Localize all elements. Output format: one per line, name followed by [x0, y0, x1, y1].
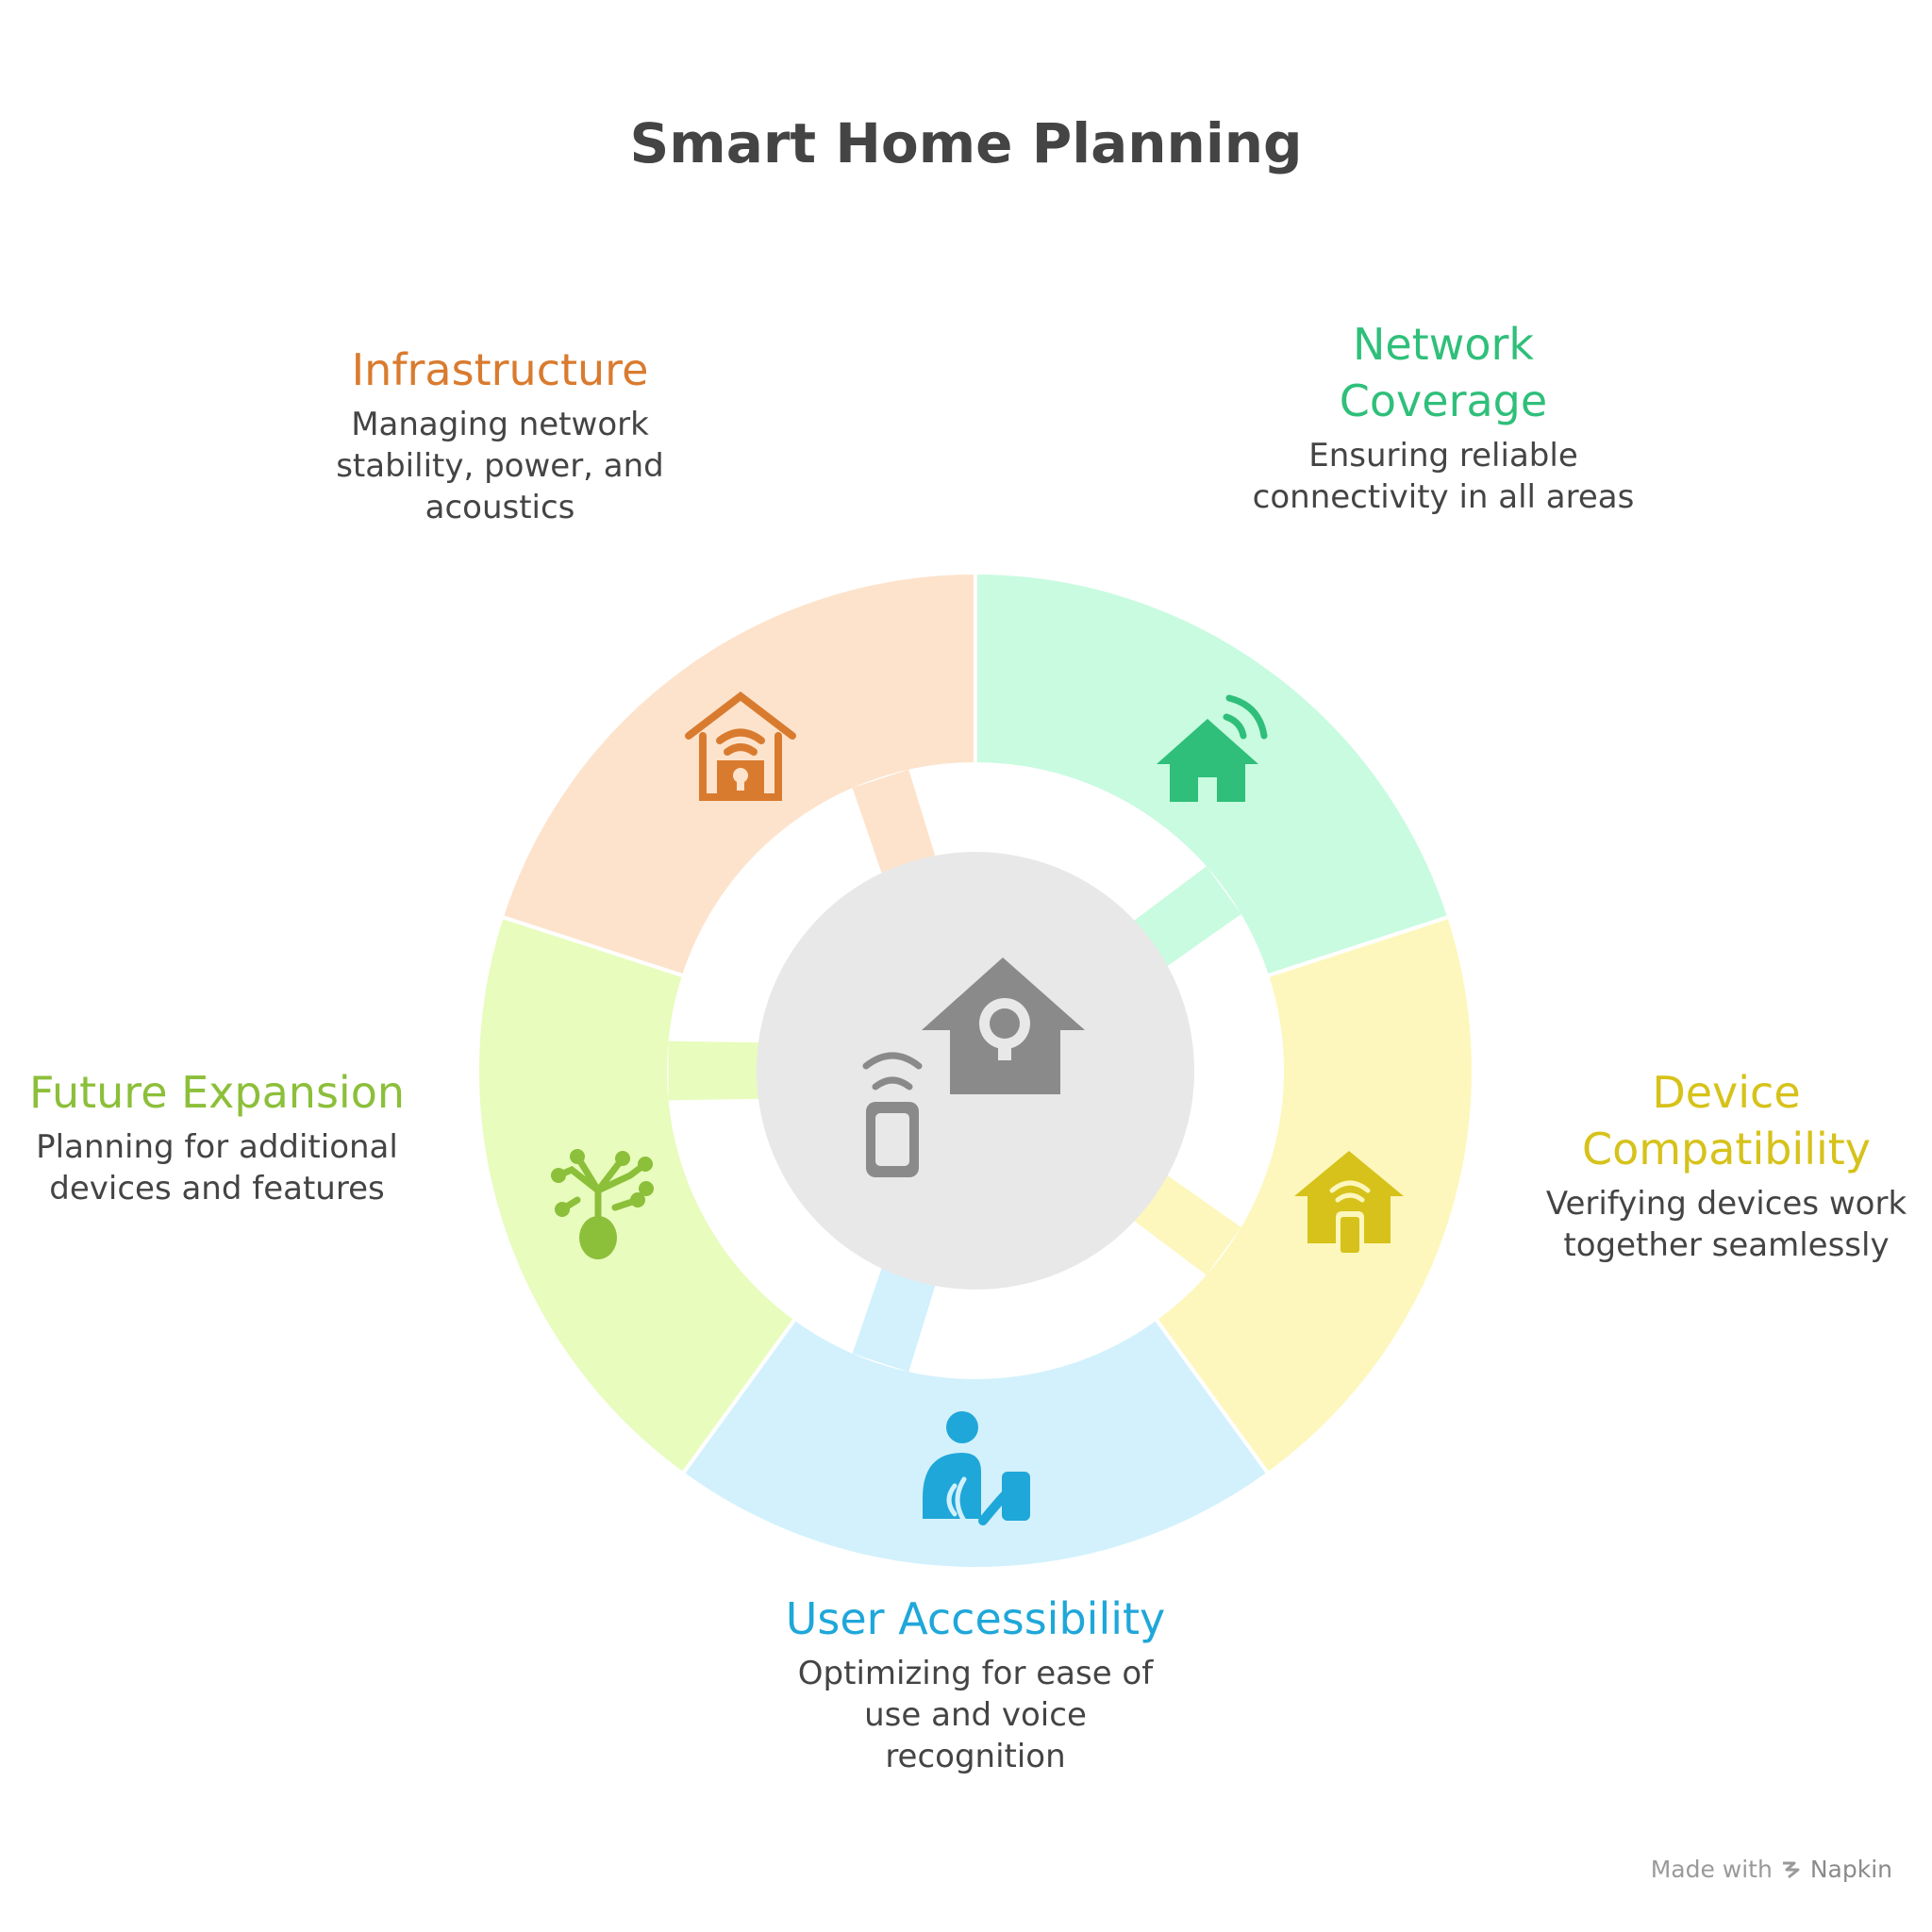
description-device-compatibility: Verifying devices work together seamless…: [1545, 1185, 1907, 1264]
label-infrastructure: Infrastructure Managing network stabilit…: [302, 341, 698, 528]
house-device-icon: [1294, 1151, 1404, 1258]
description-infrastructure: Managing network stability, power, and a…: [336, 406, 664, 526]
connector-device-compatibility: [1131, 1173, 1241, 1275]
made-with-label: Made with: [1650, 1856, 1773, 1883]
segment-user-accessibility: [679, 1316, 1272, 1571]
heading-future-expansion: Future Expansion: [29, 1067, 405, 1118]
diagram-title: Smart Home Planning: [629, 111, 1303, 175]
house-wifi-lock-icon: [685, 691, 796, 801]
smart-home-remote-icon: [862, 958, 1085, 1177]
label-future-expansion: Future Expansion Planning for additional…: [19, 1064, 415, 1209]
description-network-coverage: Ensuring reliable connectivity in all ar…: [1252, 437, 1635, 516]
made-with-napkin-footer[interactable]: Made with Napkin: [1651, 1856, 1892, 1883]
napkin-brand-label: Napkin: [1809, 1856, 1892, 1883]
person-voice-icon: [923, 1411, 1030, 1525]
napkin-logo-icon: [1782, 1861, 1800, 1878]
description-user-accessibility: Optimizing for ease of use and voice rec…: [797, 1655, 1154, 1775]
description-future-expansion: Planning for additional devices and feat…: [36, 1128, 398, 1208]
heading-device-compatibility: Device Compatibility: [1581, 1067, 1872, 1174]
connector-network-coverage: [1131, 866, 1241, 969]
connector-future-expansion: [668, 1041, 762, 1101]
connector-user-accessibility: [852, 1264, 937, 1373]
label-network-coverage: Network Coverage Ensuring reliable conne…: [1245, 316, 1641, 518]
heading-user-accessibility: User Accessibility: [785, 1593, 1166, 1644]
growing-sprout-icon: [551, 1149, 654, 1259]
heading-network-coverage: Network Coverage: [1339, 319, 1548, 426]
house-wifi-icon: [1157, 694, 1268, 802]
connector-infrastructure: [852, 769, 937, 877]
label-user-accessibility: User Accessibility Optimizing for ease o…: [777, 1591, 1174, 1777]
label-device-compatibility: Device Compatibility Verifying devices w…: [1519, 1064, 1932, 1266]
heading-infrastructure: Infrastructure: [351, 344, 649, 395]
